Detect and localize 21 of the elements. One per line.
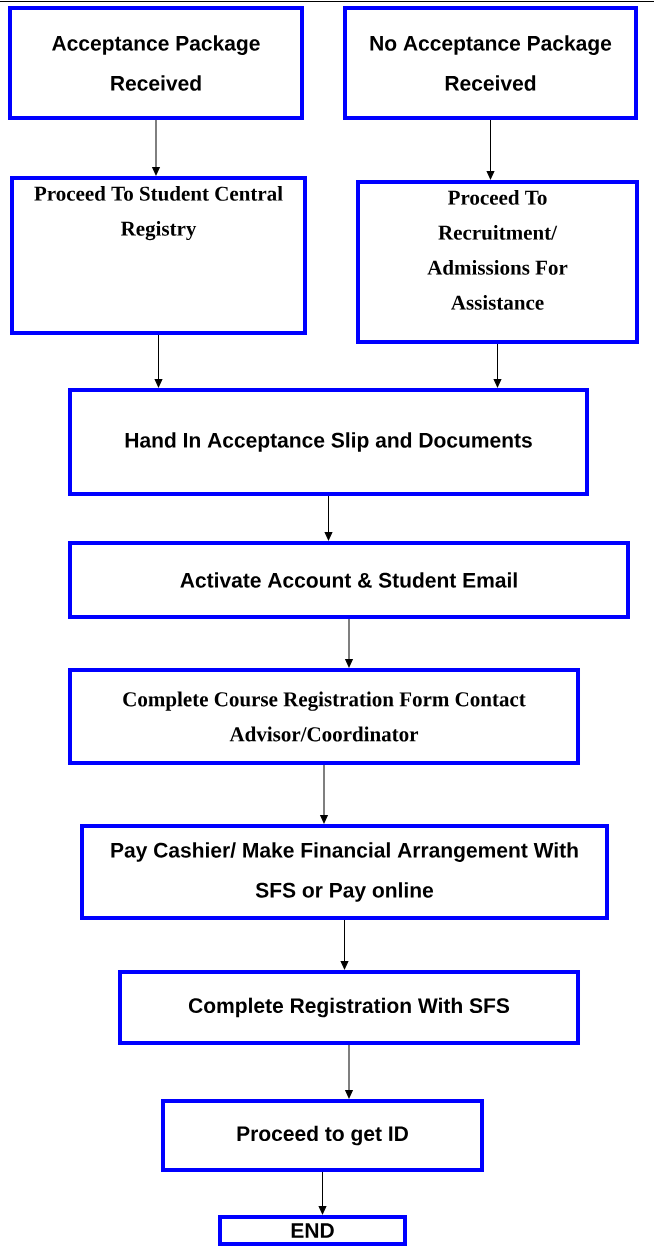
arrow [486, 119, 495, 180]
process-box: Acceptance Package Received [8, 6, 304, 120]
process-box: Activate Account & Student Email [68, 541, 630, 619]
process-box: Complete Course Registration Form Contact Advisor/Coordinator [68, 668, 580, 765]
process-box: Proceed to get ID [161, 1099, 484, 1172]
process-box: Complete Registration With SFS [118, 970, 580, 1045]
process-box: Hand In Acceptance Slip and Documents [68, 388, 589, 496]
arrow [320, 764, 328, 824]
arrow [345, 618, 353, 668]
process-box: Pay Cashier/ Make Financial Arrangement With SFS or Pay online [80, 824, 609, 920]
arrow [345, 1044, 353, 1099]
arrow [152, 119, 160, 176]
process-box: Proceed To Recruitment/ Admissions For Assistance [356, 180, 639, 344]
arrow [154, 334, 163, 388]
process-box: Proceed To Student Central Registry [10, 176, 307, 335]
process-box: END [218, 1215, 407, 1246]
process-box: No Acceptance Package Received [343, 6, 638, 120]
arrow [340, 919, 349, 970]
arrow [324, 495, 333, 541]
arrow [493, 343, 502, 388]
arrow [318, 1171, 327, 1215]
